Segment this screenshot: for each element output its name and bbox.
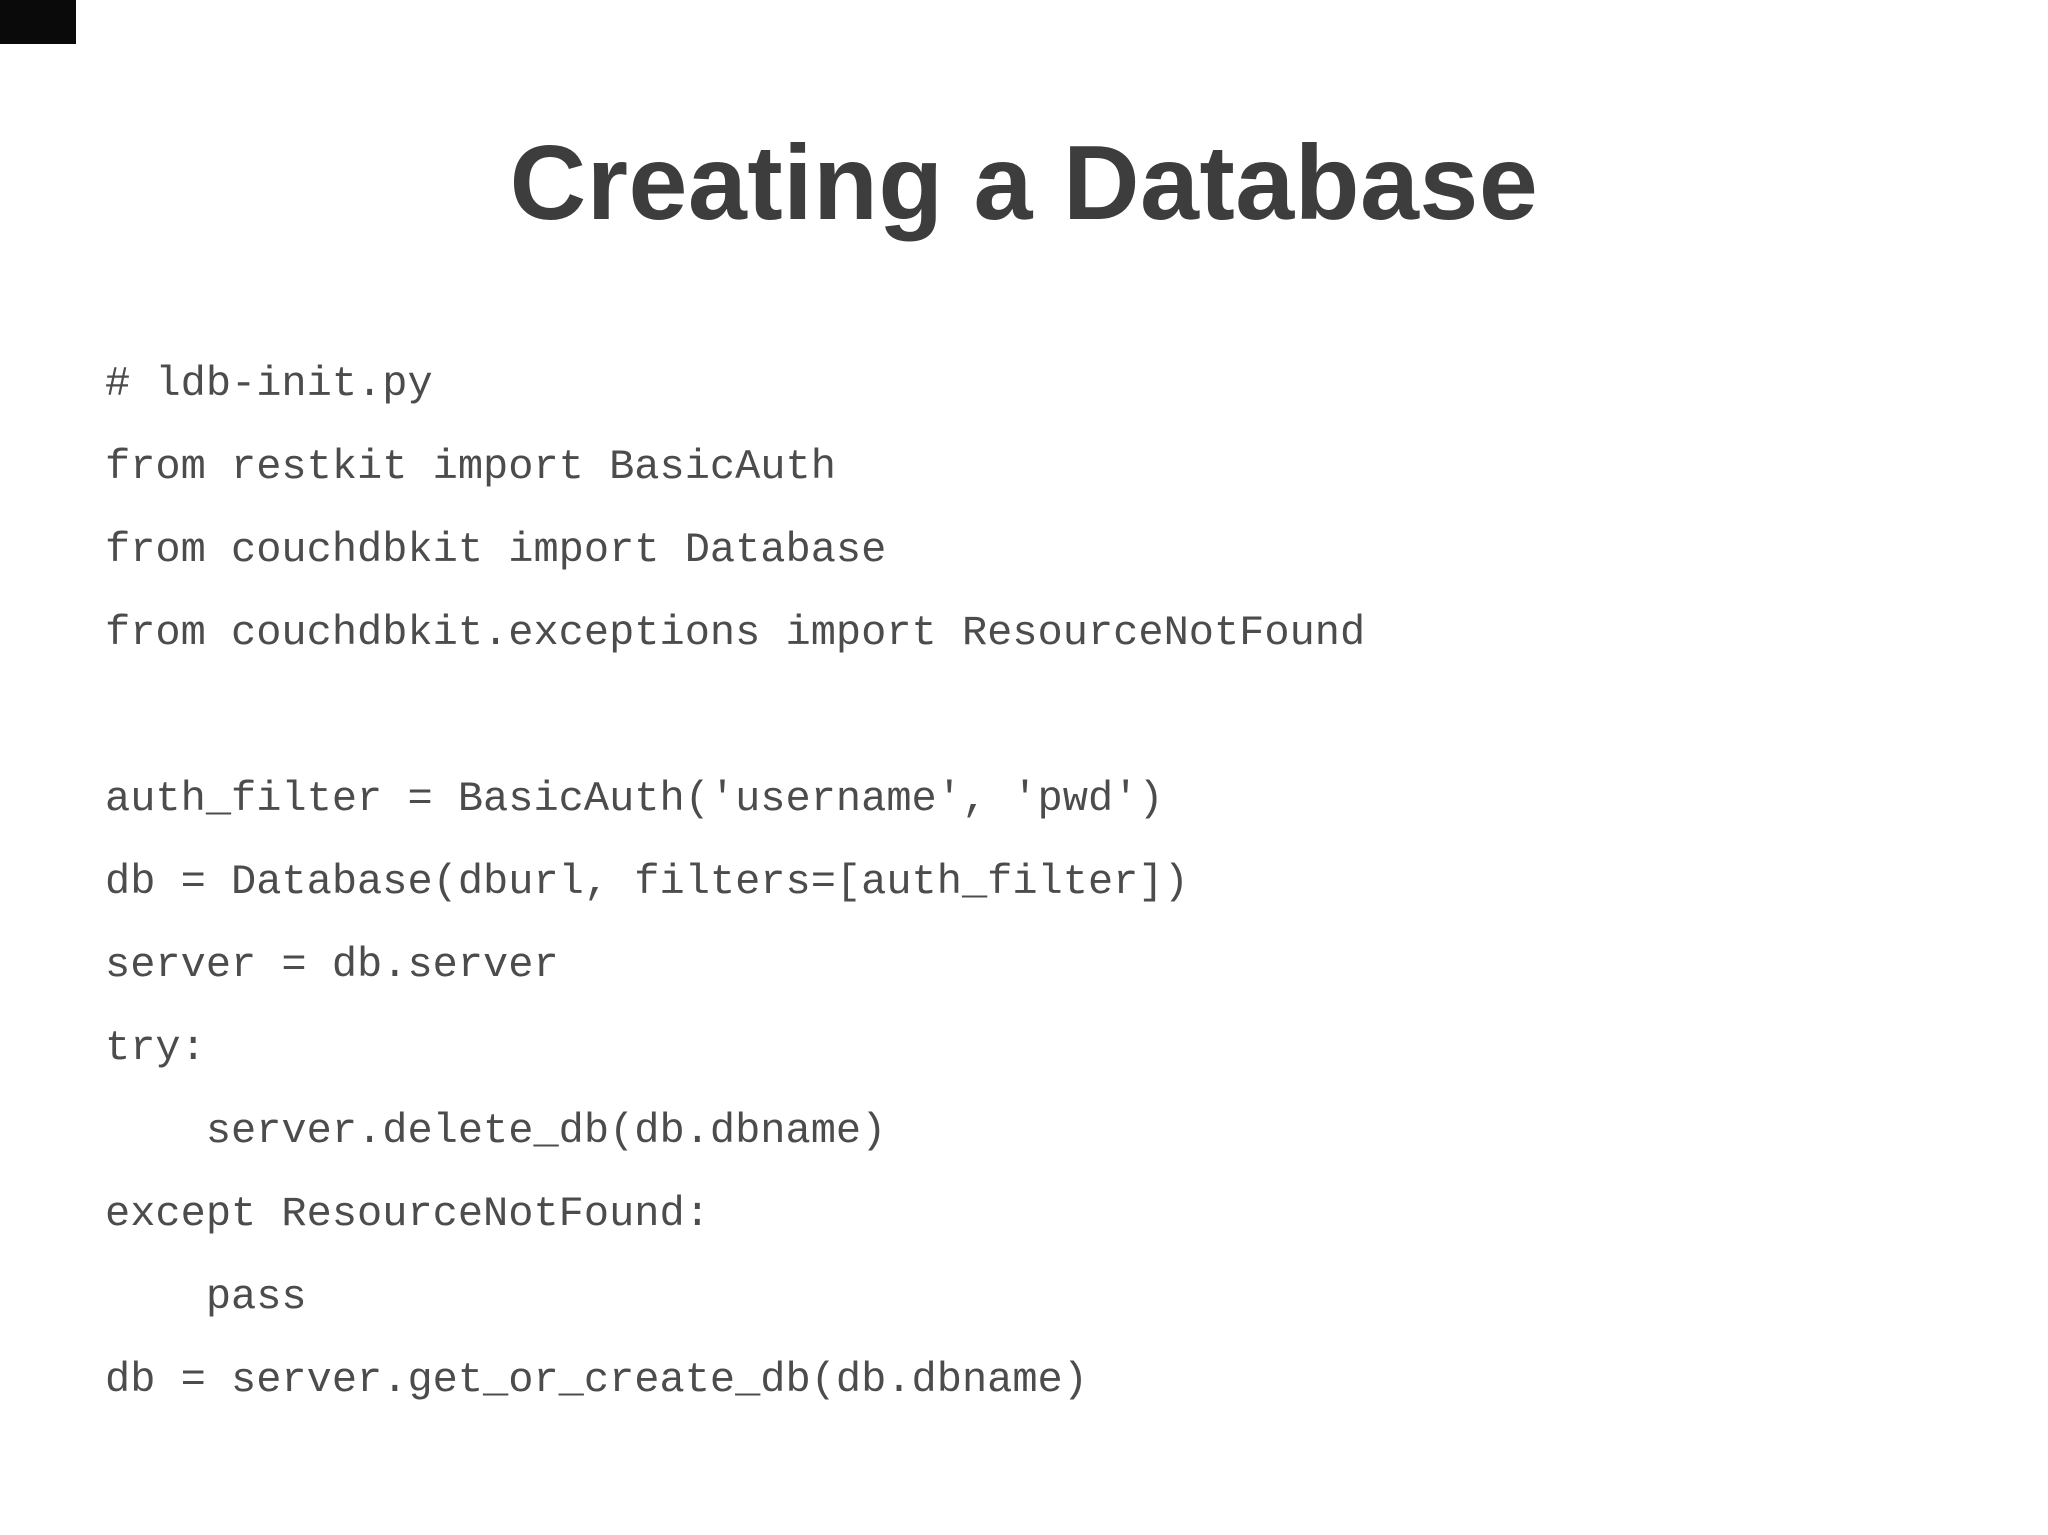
- code-block: # ldb-init.py from restkit import BasicA…: [105, 360, 1366, 1404]
- slide-title: Creating a Database: [509, 124, 1539, 242]
- corner-overlay-rect: [0, 0, 76, 44]
